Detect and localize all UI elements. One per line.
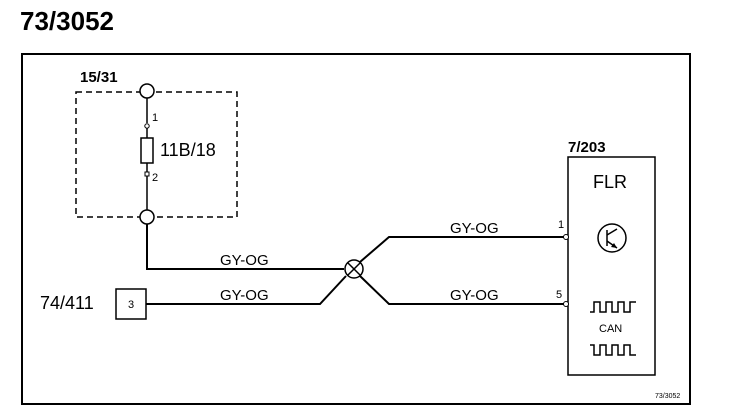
- footer-reference: 73/3052: [655, 393, 680, 400]
- wire-pin-5-label: GY-OG: [450, 287, 499, 304]
- diagram-frame: [21, 53, 691, 405]
- wire-splice-to-pin-5: [359, 275, 564, 305]
- wire-connector-label: GY-OG: [220, 287, 269, 304]
- wire-connector-to-splice: [146, 275, 347, 305]
- wire-splice-to-pin-1: [359, 236, 564, 263]
- module-name: FLR: [593, 172, 627, 192]
- fuse-block-boundary: [75, 91, 238, 218]
- square-wave-inverted-icon: [590, 344, 636, 356]
- fuse-symbol: [140, 137, 154, 164]
- supply-terminal: [139, 83, 155, 99]
- fuse-label: 11B/18: [160, 140, 216, 160]
- fuse-output-terminal: [139, 209, 155, 225]
- connector-pin: 3: [128, 299, 134, 311]
- fuse-pin-1: [144, 123, 150, 129]
- module-pin-1-label: 1: [558, 219, 564, 231]
- module-ref: 7/203: [568, 139, 606, 156]
- square-wave-icon: [590, 301, 636, 313]
- bus-label: CAN: [599, 323, 622, 335]
- fuse-pin-2: [144, 171, 150, 177]
- wire-pin-1-label: GY-OG: [450, 220, 499, 237]
- diagram-title: 73/3052: [20, 6, 114, 36]
- fuse-block: 15/31 1 11B/18 2: [75, 69, 238, 225]
- module-box: [567, 156, 656, 376]
- module-pin-1: [563, 234, 569, 240]
- fuse-pin-2-label: 2: [152, 172, 158, 184]
- module-pin-5-label: 5: [556, 289, 562, 301]
- module-pin-5: [563, 301, 569, 307]
- fuse-pin-1-label: 1: [152, 112, 158, 124]
- supply-label: 15/31: [80, 69, 118, 86]
- wire-fuse-label: GY-OG: [220, 252, 269, 269]
- transistor-icon: [597, 223, 627, 253]
- connector-label: 74/411: [40, 293, 94, 313]
- wire-fuse-to-splice: [146, 224, 344, 270]
- splice-symbol: [344, 259, 364, 279]
- connector-box: [115, 288, 147, 320]
